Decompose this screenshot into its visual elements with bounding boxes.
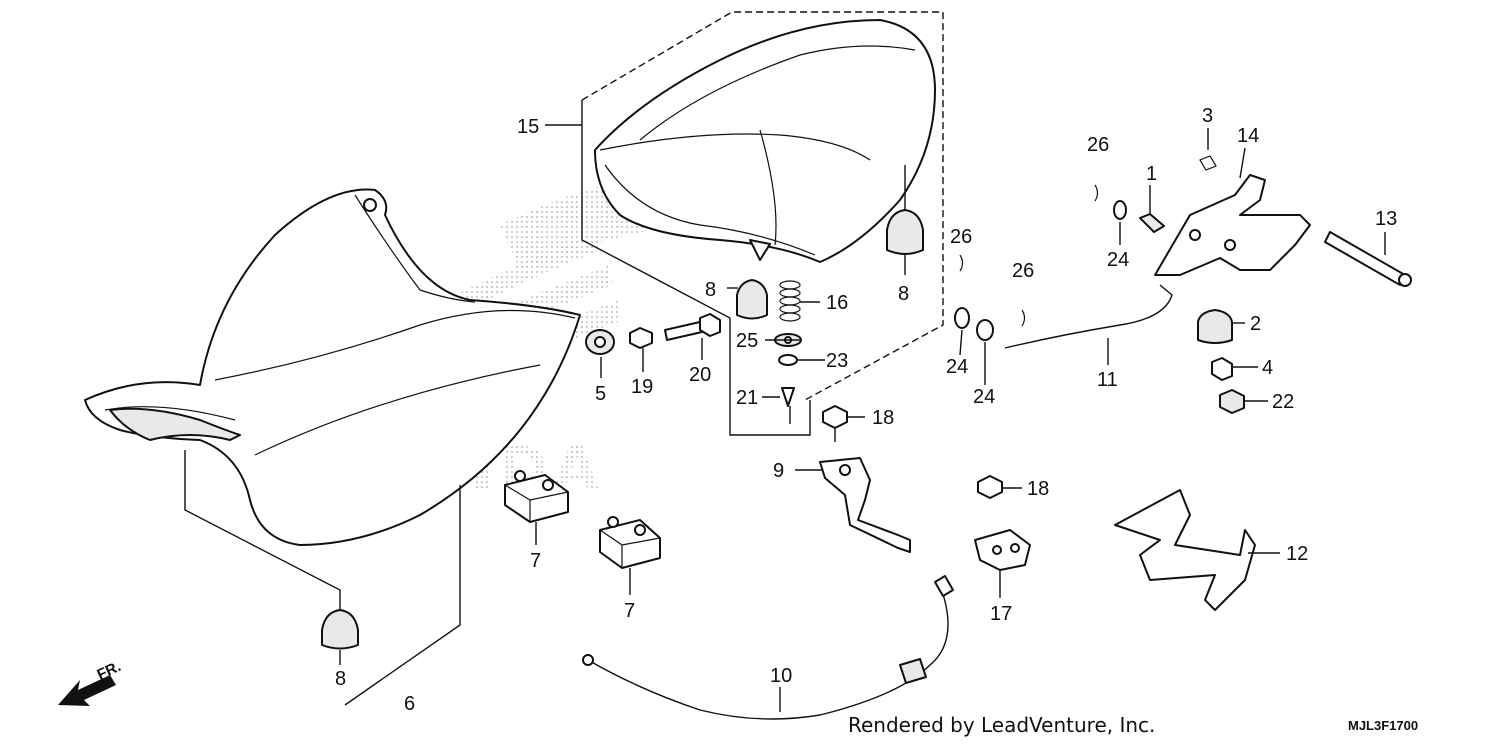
callout-8b: 8 [705,279,716,301]
callout-13: 13 [1375,208,1397,230]
leader-lines [184,128,1386,712]
callout-24a: 24 [1107,249,1129,271]
footer-credit: Rendered by LeadVenture, Inc. [848,713,1155,737]
callout-19: 19 [631,376,653,398]
callout-25: 25 [736,330,758,352]
callout-14: 14 [1237,125,1259,147]
callout-8c: 8 [898,283,909,305]
callout-8a: 8 [335,668,346,690]
callout-16: 16 [826,292,848,314]
callout-1: 1 [1146,163,1157,185]
callout-9: 9 [773,460,784,482]
callout-24b: 24 [946,356,968,378]
callout-21: 21 [736,387,758,409]
callout-11: 11 [1097,369,1118,391]
callout-15: 15 [517,116,539,138]
callout-5: 5 [595,383,606,405]
callout-23: 23 [826,350,848,372]
callout-labels: 1 2 3 4 5 6 7 7 8 8 8 9 10 11 12 13 14 1… [335,105,1397,715]
main-seat [84,188,581,546]
front-arrow-icon [58,675,116,706]
callout-20: 20 [689,364,711,386]
callout-4: 4 [1262,357,1273,379]
front-direction-label: FR. [95,658,124,684]
blocks-part-7 [504,470,661,569]
rear-cowl-group-outline [545,11,944,436]
lock-assembly [582,457,1031,720]
callout-26b: 26 [950,226,972,248]
callout-17: 17 [990,603,1012,625]
small-hardware-parts [585,280,848,442]
callout-24c: 24 [973,386,995,408]
rear-seat-cowl [594,19,936,263]
diagram-code: MJL3F1700 [1348,718,1418,733]
rear-bracket-assembly [954,155,1412,611]
callout-7b: 7 [624,600,635,622]
callout-18a: 18 [872,407,894,429]
callout-3: 3 [1202,105,1213,127]
callout-6: 6 [404,693,415,715]
callout-10: 10 [770,665,792,687]
callout-2: 2 [1250,313,1261,335]
rubber-cushion-parts [321,209,924,650]
callout-12: 12 [1286,543,1308,565]
callout-7a: 7 [530,550,541,572]
callout-22: 22 [1272,391,1294,413]
front-direction-indicator: FR. [58,658,124,706]
callout-26c: 26 [1012,260,1034,282]
callout-18b: 18 [1027,478,1049,500]
callout-26a: 26 [1087,134,1109,156]
